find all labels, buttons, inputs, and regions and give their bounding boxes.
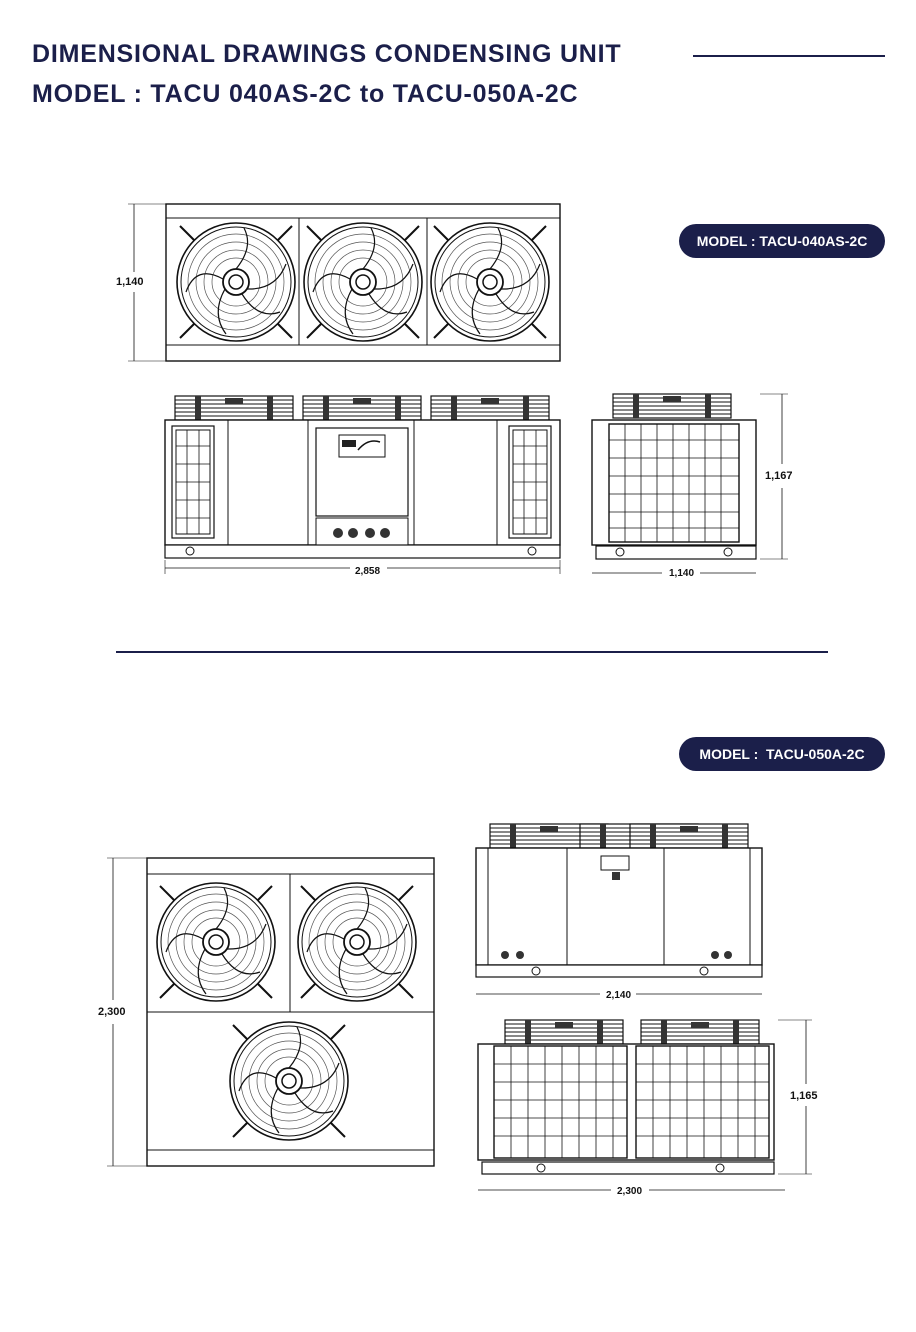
dim-side-height-040: 1,167 [765,470,793,482]
title-rule [693,55,885,57]
top-view-040 [128,203,561,362]
model-badge-050a: MODEL : TACU-050A-2C [679,737,885,771]
dim-front-width-050: 2,140 [606,990,632,1001]
dim-top-depth-050: 2,300 [98,1006,126,1018]
model-badge-040as: MODEL : TACU-040AS-2C [679,224,885,258]
side-view-050 [477,1019,812,1191]
page-subtitle: MODEL : TACU 040AS-2C to TACU-050A-2C [32,80,579,108]
dim-side-width-050: 2,300 [617,1186,643,1197]
page-title: DIMENSIONAL DRAWINGS CONDENSING UNIT [32,40,622,68]
dim-front-width-040: 2,858 [355,566,381,577]
front-view-050 [475,823,763,995]
front-view-040 [164,395,561,574]
top-view-050 [107,857,435,1167]
section-divider [116,651,828,653]
side-view-040 [591,393,788,574]
dim-side-height-050: 1,165 [790,1090,818,1102]
dim-side-depth-040: 1,140 [669,568,695,579]
dim-top-depth-040: 1,140 [116,276,144,288]
